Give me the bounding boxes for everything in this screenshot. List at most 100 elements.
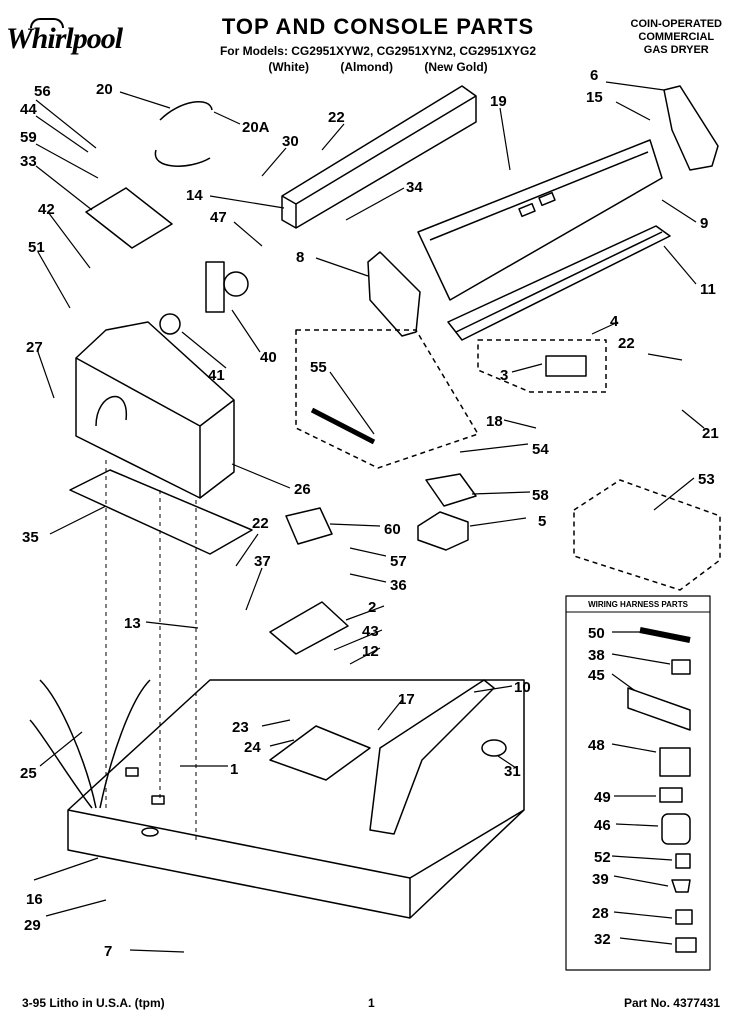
- harness-part-38: [671, 659, 691, 675]
- part-label: 50: [588, 625, 605, 642]
- coin-box-edges: [75, 357, 235, 498]
- harness-part-50: [639, 627, 691, 643]
- timer-module: [367, 251, 421, 337]
- part-label: 19: [490, 93, 507, 110]
- motor-bracket: [205, 261, 225, 313]
- part-label: 20: [96, 81, 113, 98]
- part-label: 21: [702, 425, 719, 442]
- harness-part-39: [671, 879, 691, 893]
- console-backsplash-ridge: [429, 151, 649, 241]
- part-label: 35: [22, 529, 39, 546]
- side-trim: [369, 679, 495, 835]
- harness-part-32: [675, 937, 697, 953]
- product-line-3: GAS DRYER: [643, 44, 709, 56]
- part-label: 27: [26, 339, 43, 356]
- coin-acceptor-outline: [295, 329, 479, 469]
- cover-plate: [269, 601, 349, 655]
- brand-logo-arc: [30, 18, 64, 28]
- part-label: 5: [538, 513, 546, 530]
- footer-part-number: Part No. 4377431: [623, 996, 720, 1010]
- part-label: 41: [208, 367, 225, 384]
- part-label: 8: [296, 249, 304, 266]
- part-label: 6: [590, 67, 598, 84]
- part-label: 36: [390, 577, 407, 594]
- wiring-harness-box-title: WIRING HARNESS PARTS: [588, 600, 688, 609]
- part-label: 20A: [242, 119, 270, 136]
- wire-harness-top: [154, 101, 213, 167]
- part-label: 4: [610, 313, 619, 330]
- part-label: 17: [398, 691, 415, 708]
- leader-lines: [33, 81, 705, 953]
- color-almond: (Almond): [340, 60, 393, 74]
- part-label: 39: [592, 871, 609, 888]
- part-label: 3: [500, 367, 508, 384]
- chute-bracket: [425, 473, 477, 507]
- part-label: 57: [390, 553, 407, 570]
- part-label: 31: [504, 763, 521, 780]
- bracket-plate: [85, 187, 173, 249]
- color-white: (White): [268, 60, 309, 74]
- model-colors: (White) (Almond) (New Gold): [200, 60, 556, 74]
- part-label: 59: [20, 129, 37, 146]
- harness-part-49: [659, 787, 683, 803]
- product-line-2: COMMERCIAL: [638, 31, 715, 43]
- part-label: 43: [362, 623, 379, 640]
- part-label: 44: [20, 101, 37, 118]
- part-label: 54: [532, 441, 549, 458]
- part-label: 38: [588, 647, 605, 664]
- wiring-harness-box: [565, 595, 711, 971]
- harness-part-52: [675, 853, 691, 869]
- part-label: 24: [244, 739, 261, 756]
- page-title: TOP AND CONSOLE PARTS: [221, 14, 535, 39]
- color-new-gold: (New Gold): [424, 60, 488, 74]
- part-label: 55: [310, 359, 327, 376]
- part-label: 28: [592, 905, 609, 922]
- part-label: 18: [486, 413, 503, 430]
- part-label: 42: [38, 201, 55, 218]
- part-label: 58: [532, 487, 549, 504]
- console-backsplash: [417, 139, 663, 301]
- console-base: [447, 225, 671, 341]
- footer-page-number: 1: [368, 996, 375, 1010]
- coin-box-housing: [75, 321, 235, 499]
- coin-wheel: [159, 313, 181, 335]
- motor: [223, 271, 249, 297]
- part-label: 26: [294, 481, 311, 498]
- part-label: 9: [700, 215, 708, 232]
- console-window-1: [538, 191, 556, 207]
- part-label: 11: [700, 281, 716, 298]
- part-label: 53: [698, 471, 715, 488]
- part-label: 15: [586, 89, 603, 106]
- part-label: 25: [20, 765, 37, 782]
- part-label: 47: [210, 209, 227, 226]
- harness-part-46: [661, 813, 691, 845]
- harness-part-48: [659, 747, 691, 777]
- coin-box-opening: [95, 395, 127, 427]
- top-panel-edge: [67, 809, 525, 879]
- part-label: 7: [104, 943, 112, 960]
- top-panel: [67, 679, 525, 919]
- top-panel-slot-2: [151, 795, 165, 805]
- brand-logo: Whirlpool: [6, 22, 123, 55]
- switch: [545, 355, 587, 377]
- end-cap: [663, 85, 719, 171]
- part-label: 51: [28, 239, 45, 256]
- part-label: 34: [406, 179, 423, 196]
- part-label: 37: [254, 553, 271, 570]
- spring-strip: [310, 407, 376, 445]
- part-label: 14: [186, 187, 203, 204]
- part-label: 16: [26, 891, 43, 908]
- part-label: 29: [24, 917, 41, 934]
- rear-console-panel-edge: [281, 95, 477, 228]
- part-label: 1: [230, 761, 238, 778]
- part-label: 30: [282, 133, 299, 150]
- model-numbers: For Models: CG2951XYW2, CG2951XYN2, CG29…: [219, 44, 537, 58]
- part-label: 46: [594, 817, 611, 834]
- foot-31: [481, 739, 507, 757]
- product-line-1: COIN-OPERATED: [630, 18, 722, 30]
- recess-cup: [285, 507, 333, 545]
- part-label: 23: [232, 719, 249, 736]
- top-panel-hole: [141, 827, 159, 837]
- part-label: 12: [362, 643, 379, 660]
- harness-53-outline: [573, 479, 721, 591]
